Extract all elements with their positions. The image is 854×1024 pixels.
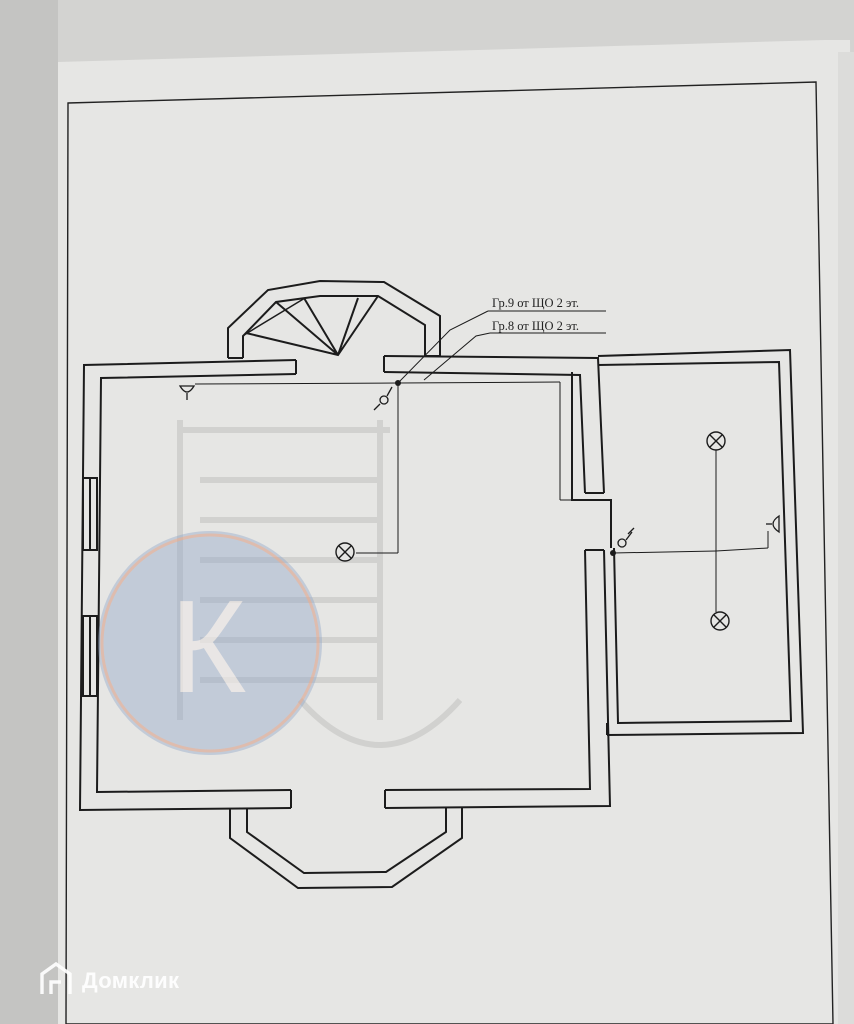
paper-sheet	[58, 40, 854, 1024]
switch-icon	[373, 386, 393, 411]
switch-icon	[617, 527, 635, 548]
domclick-watermark-badge: К	[98, 531, 322, 755]
drawing-frame	[65, 81, 834, 1024]
top-bay-outer	[227, 279, 441, 358]
leader-line-gr9	[397, 310, 489, 384]
feed-label-gr9: Гр.9 от ЩО 2 эт.	[492, 296, 579, 310]
junction-dot	[395, 380, 401, 386]
stair-symbol	[245, 295, 379, 357]
watermark-badge-letter: К	[170, 573, 247, 720]
bottom-bay-inner	[246, 808, 447, 875]
socket-icon	[178, 385, 196, 400]
socket-icon	[766, 514, 780, 534]
junction-dot	[610, 550, 616, 556]
top-bay-inner	[242, 295, 426, 358]
leader-line-gr8	[423, 332, 491, 381]
domclick-watermark-text: Домклик	[82, 968, 180, 993]
ceiling-light-icon	[706, 431, 726, 451]
right-room-inner-wall	[597, 360, 793, 725]
background-left-page	[0, 0, 58, 1024]
walls	[78, 279, 805, 890]
right-room-outer-wall	[597, 348, 805, 736]
ceiling-light-icon	[710, 611, 730, 631]
main-room-outer-wall	[78, 355, 612, 812]
bottom-bay-outer	[229, 808, 463, 890]
domclick-logo-icon	[40, 961, 72, 994]
wiring	[194, 310, 769, 612]
ceiling-light-icon	[335, 542, 355, 562]
paper-right-edge	[838, 52, 854, 1024]
feed-label-gr8: Гр.8 от ЩО 2 эт.	[492, 319, 579, 333]
main-room-inner-wall	[95, 371, 592, 794]
